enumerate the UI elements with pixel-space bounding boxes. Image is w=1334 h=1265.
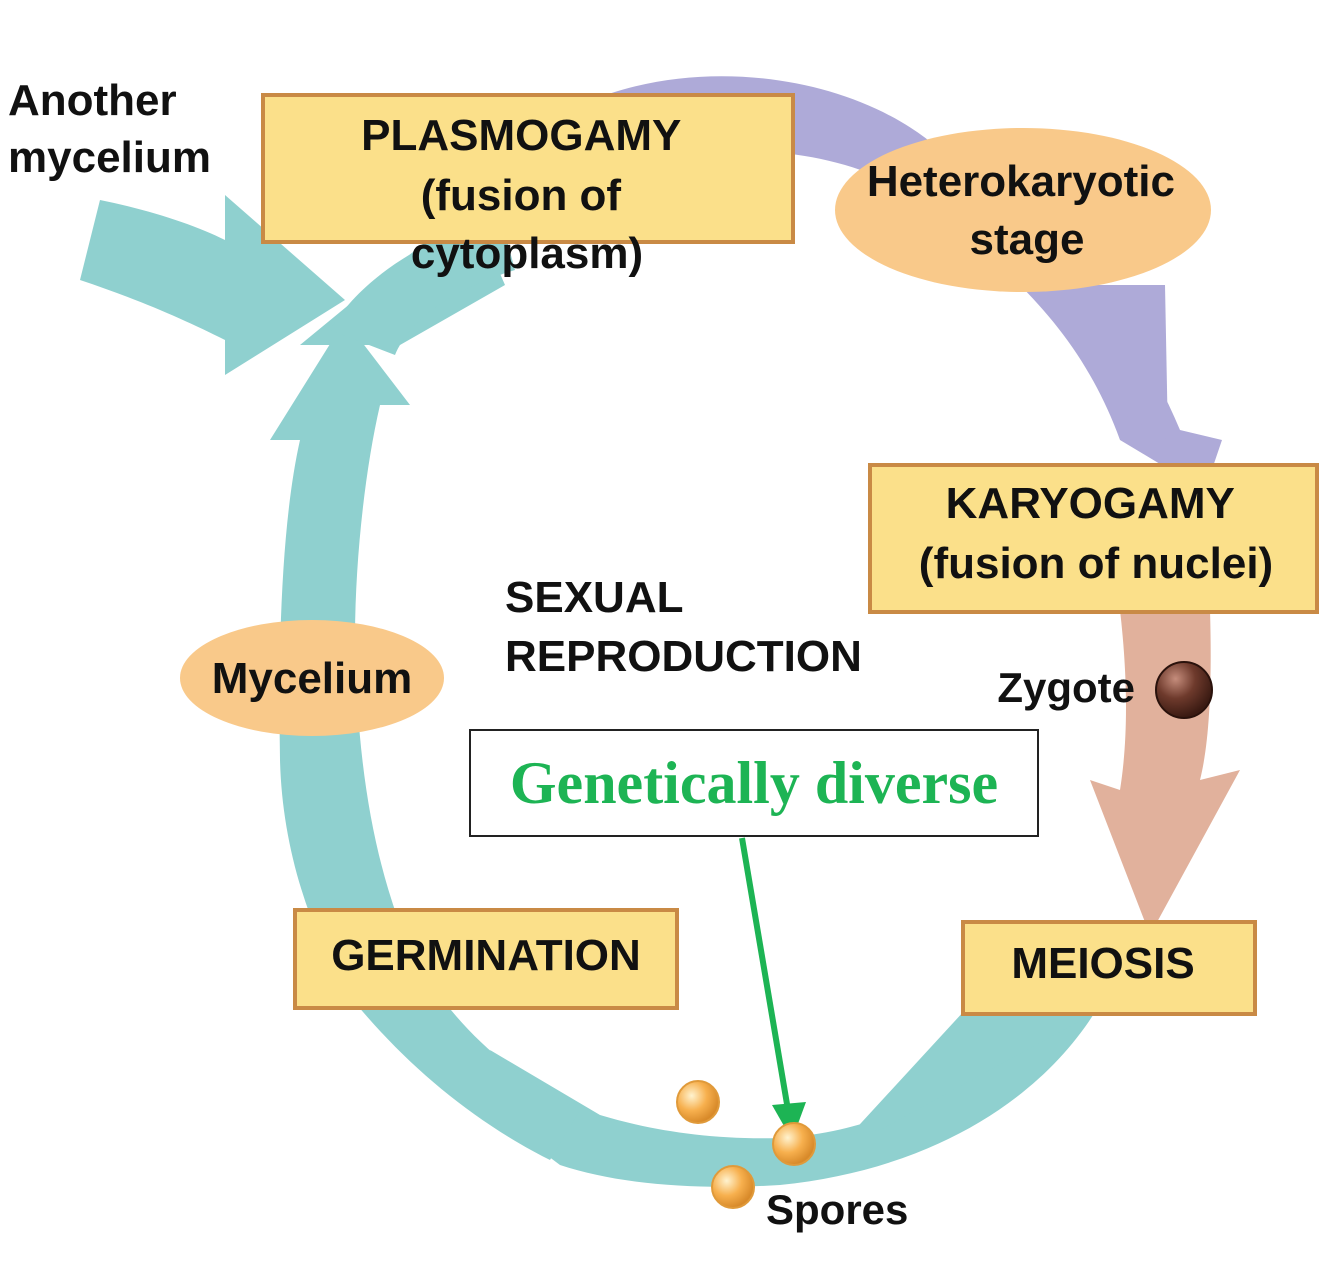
genetically-diverse-pointer-line (739, 837, 791, 1111)
plasmogamy-box (261, 93, 795, 244)
mycelium-oval (180, 620, 444, 736)
another-mycelium-label: Another mycelium (8, 76, 211, 182)
plasmogamy-label: PLASMOGAMY (fusion of cytoplasm) (361, 111, 693, 278)
germination-label: GERMINATION (331, 931, 641, 980)
meiosis-label: MEIOSIS (1011, 939, 1194, 988)
cycle-arrowhead-teal-lower-right (850, 1010, 1100, 1135)
zygote-label: Zygote (997, 664, 1135, 711)
karyogamy-label: KARYOGAMY (fusion of nuclei) (919, 479, 1273, 588)
cycle-arrow-teal-lower (490, 1012, 1095, 1187)
incoming-arrow-another-mycelium (80, 195, 345, 375)
spore-icon (711, 1165, 755, 1209)
heterokaryotic-stage-label: Heterokaryotic stage (867, 157, 1187, 264)
cycle-arrow-pink (1090, 610, 1240, 935)
cycle-arrowhead-purple (1040, 285, 1168, 440)
zygote-icon (1155, 661, 1213, 719)
genetically-diverse-box (469, 729, 1039, 837)
germination-box (293, 908, 679, 1010)
spores-label: Spores (766, 1186, 908, 1233)
meiosis-box (961, 920, 1257, 1016)
spore-icon (676, 1080, 720, 1124)
heterokaryotic-oval (835, 128, 1211, 292)
genetically-diverse-label: Genetically diverse (510, 750, 998, 816)
mycelium-label: Mycelium (212, 654, 413, 703)
sexual-reproduction-label: SEXUAL REPRODUCTION (505, 573, 862, 681)
spore-icon (772, 1122, 816, 1166)
genetically-diverse-pointer-head (772, 1102, 806, 1140)
karyogamy-box (868, 463, 1319, 614)
cycle-arrow-teal-top (330, 215, 515, 355)
